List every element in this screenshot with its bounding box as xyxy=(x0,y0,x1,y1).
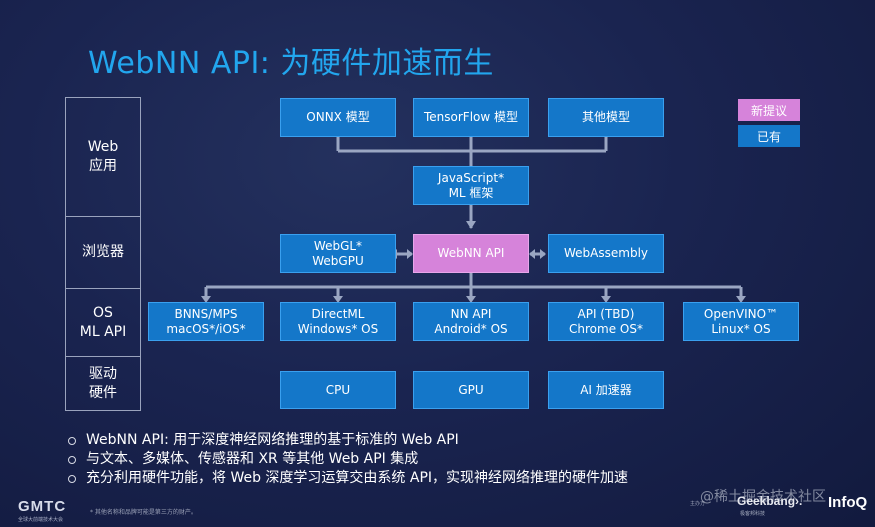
arrow-js-webnn xyxy=(466,221,476,229)
bullet-circle-icon xyxy=(68,455,76,464)
geekbang-logo-subtitle: 极客邦科技 xyxy=(740,511,766,517)
node-webassembly: WebAssembly xyxy=(548,234,664,273)
node-ai-accelerator: AI 加速器 xyxy=(548,371,664,409)
gmtc-logo: GMTC xyxy=(18,498,67,515)
layer-table: Web 应用 浏览器 OS ML API 驱动 硬件 xyxy=(65,97,141,411)
node-bnns-mps: BNNS/MPS macOS*/iOS* xyxy=(148,302,264,341)
infoq-logo: InfoQ xyxy=(828,494,868,511)
bullet-item: WebNN API: 用于深度神经网络推理的基于标准的 Web API xyxy=(68,431,628,450)
node-gpu: GPU xyxy=(413,371,529,409)
node-js-ml-framework: JavaScript* ML 框架 xyxy=(413,166,529,205)
node-webnn-api: WebNN API xyxy=(413,234,529,273)
node-onnx-model: ONNX 模型 xyxy=(280,98,396,137)
watermark: @稀土掘金技术社区 xyxy=(700,489,826,505)
layer-web-app: Web 应用 xyxy=(87,139,119,174)
arrow-nnapi xyxy=(466,296,476,303)
node-nn-api: NN API Android* OS xyxy=(413,302,529,341)
node-other-models: 其他模型 xyxy=(548,98,664,137)
bullet-circle-icon xyxy=(68,436,76,445)
node-directml: DirectML Windows* OS xyxy=(280,302,396,341)
arrow-bnns xyxy=(201,296,211,303)
layer-os-ml-api: OS ML API xyxy=(66,288,140,356)
slide-title: WebNN API: 为硬件加速而生 xyxy=(88,46,494,81)
geekbang-logo: Geekbang›. xyxy=(737,494,803,508)
node-cpu: CPU xyxy=(280,371,396,409)
arrow-openvino xyxy=(736,296,746,303)
layer-browser: 浏览器 xyxy=(66,216,140,288)
node-api-tbd: API (TBD) Chrome OS* xyxy=(548,302,664,341)
bullet-list: WebNN API: 用于深度神经网络推理的基于标准的 Web API 与文本、… xyxy=(68,431,628,488)
node-openvino: OpenVINO™ Linux* OS xyxy=(683,302,799,341)
legend-existing: 已有 xyxy=(738,125,800,147)
legend-new-proposal: 新提议 xyxy=(738,99,800,121)
node-tensorflow-model: TensorFlow 模型 xyxy=(413,98,529,137)
trademark-footnote: * 其他名称和品牌可能是第三方的财产。 xyxy=(90,509,197,516)
arrow-directml xyxy=(333,296,343,303)
bullet-circle-icon xyxy=(68,474,76,483)
arrow-to-wasm xyxy=(540,249,546,259)
node-webgl-webgpu: WebGL* WebGPU xyxy=(280,234,396,273)
layer-driver-hardware: 驱动 硬件 xyxy=(66,356,140,410)
arrow-api-tbd xyxy=(601,296,611,303)
gmtc-logo-subtitle: 全球大前端技术大会 xyxy=(18,517,64,523)
arrow-to-webnn-left xyxy=(407,249,413,259)
bullet-item: 充分利用硬件功能，将 Web 深度学习运算交由系统 API，实现神经网络推理的硬… xyxy=(68,469,628,488)
bullet-item: 与文本、多媒体、传感器和 XR 等其他 Web API 集成 xyxy=(68,450,628,469)
arrow-to-webnn-right xyxy=(529,249,535,259)
sponsor-label: 主办方 xyxy=(690,501,706,507)
